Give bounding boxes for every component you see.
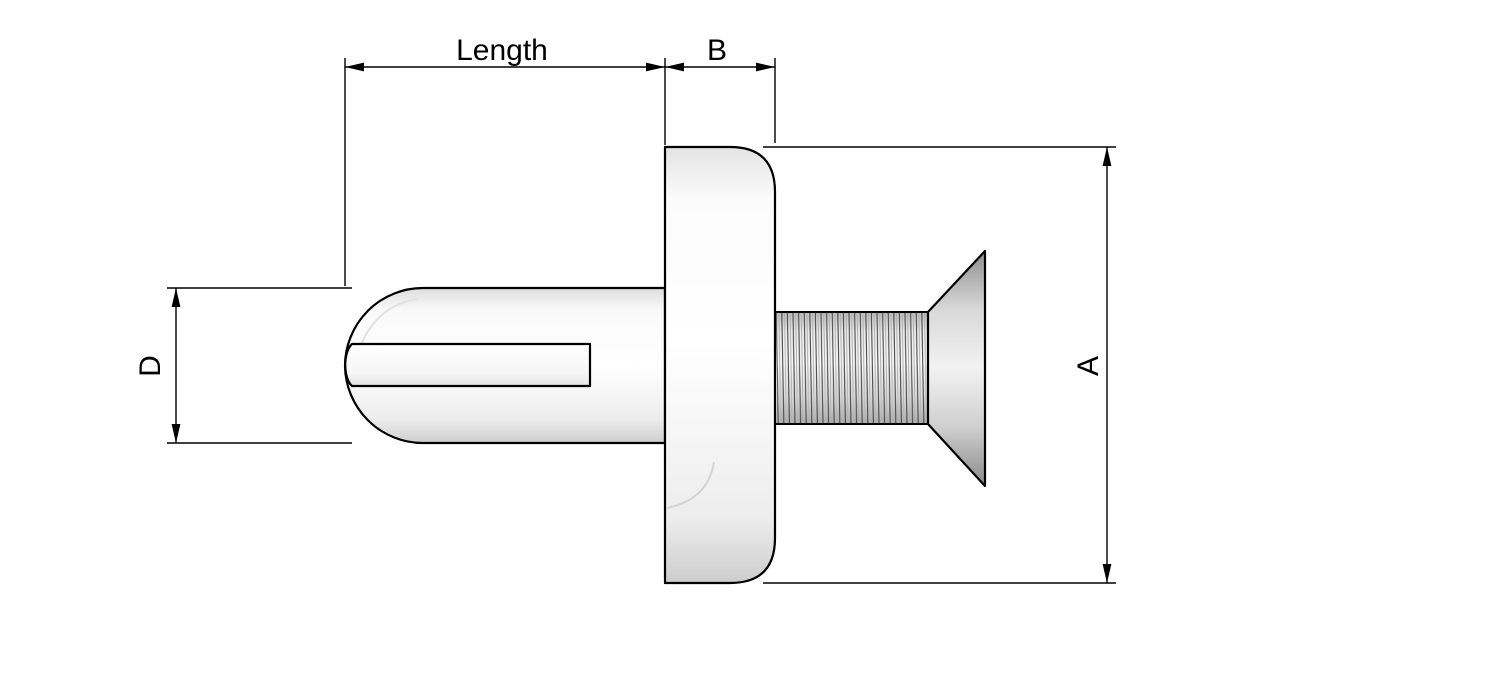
dim-d-arrow-top — [171, 288, 181, 307]
dim-length-label: Length — [456, 34, 548, 67]
dim-a-arrow-top — [1102, 147, 1112, 166]
dimension-length: Length — [344, 34, 666, 286]
flange-shading-line — [666, 461, 715, 509]
dimension-a: A — [763, 146, 1116, 584]
dim-b-arrow-right — [756, 62, 775, 72]
dim-b-label: B — [707, 34, 727, 67]
fastener-part — [343, 145, 987, 585]
dimension-b: B — [665, 34, 776, 143]
dim-d-label: D — [134, 355, 167, 377]
rivet-flange — [663, 145, 777, 585]
screw-thread — [774, 311, 929, 425]
countersunk-screw-head — [926, 249, 987, 488]
shank-cap-highlight — [359, 298, 418, 350]
dim-a-label: A — [1072, 356, 1105, 376]
dim-length-arrow-right — [646, 62, 665, 72]
thread-lines — [775, 312, 928, 424]
dimension-d: D — [134, 287, 352, 444]
dim-a-arrow-bottom — [1102, 564, 1112, 583]
shank-slot — [344, 342, 592, 388]
dim-d-arrow-bottom — [171, 424, 181, 443]
dim-b-arrow-left — [665, 62, 684, 72]
dimension-annotations: Length B D — [134, 34, 1116, 584]
dim-length-arrow-left — [345, 62, 364, 72]
